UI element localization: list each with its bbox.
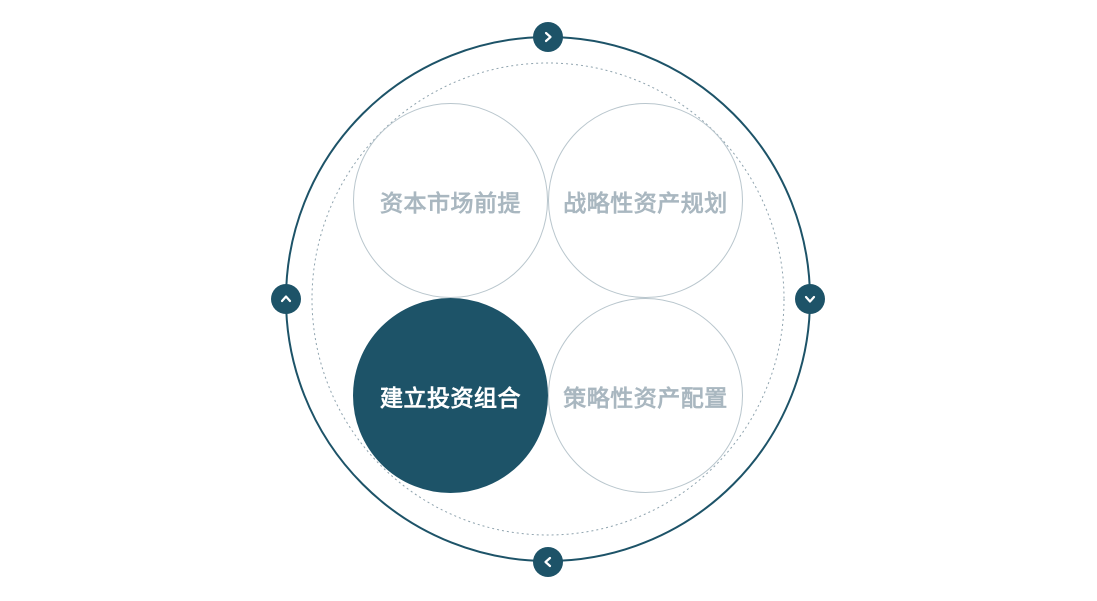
nav-next-button-top[interactable] <box>533 22 563 52</box>
chevron-right-icon <box>544 31 552 43</box>
chevron-down-icon <box>804 295 816 303</box>
node-label: 策略性资产配置 <box>563 385 728 412</box>
node-label: 资本市场前提 <box>380 190 521 217</box>
node-tactical-asset-allocation[interactable]: 策略性资产配置 <box>548 298 743 493</box>
chevron-up-icon <box>280 295 292 303</box>
node-strategic-asset-planning[interactable]: 战略性资产规划 <box>548 103 743 298</box>
chevron-left-icon <box>544 556 552 568</box>
nav-next-button-left[interactable] <box>271 284 301 314</box>
node-capital-market-assumptions[interactable]: 资本市场前提 <box>353 103 548 298</box>
node-label: 建立投资组合 <box>380 385 521 412</box>
inner-dotted-ring <box>311 62 785 536</box>
nav-next-button-bottom[interactable] <box>533 547 563 577</box>
node-build-portfolio[interactable]: 建立投资组合 <box>353 298 548 493</box>
nav-next-button-right[interactable] <box>795 284 825 314</box>
outer-ring <box>285 36 811 562</box>
node-label: 战略性资产规划 <box>563 190 728 217</box>
